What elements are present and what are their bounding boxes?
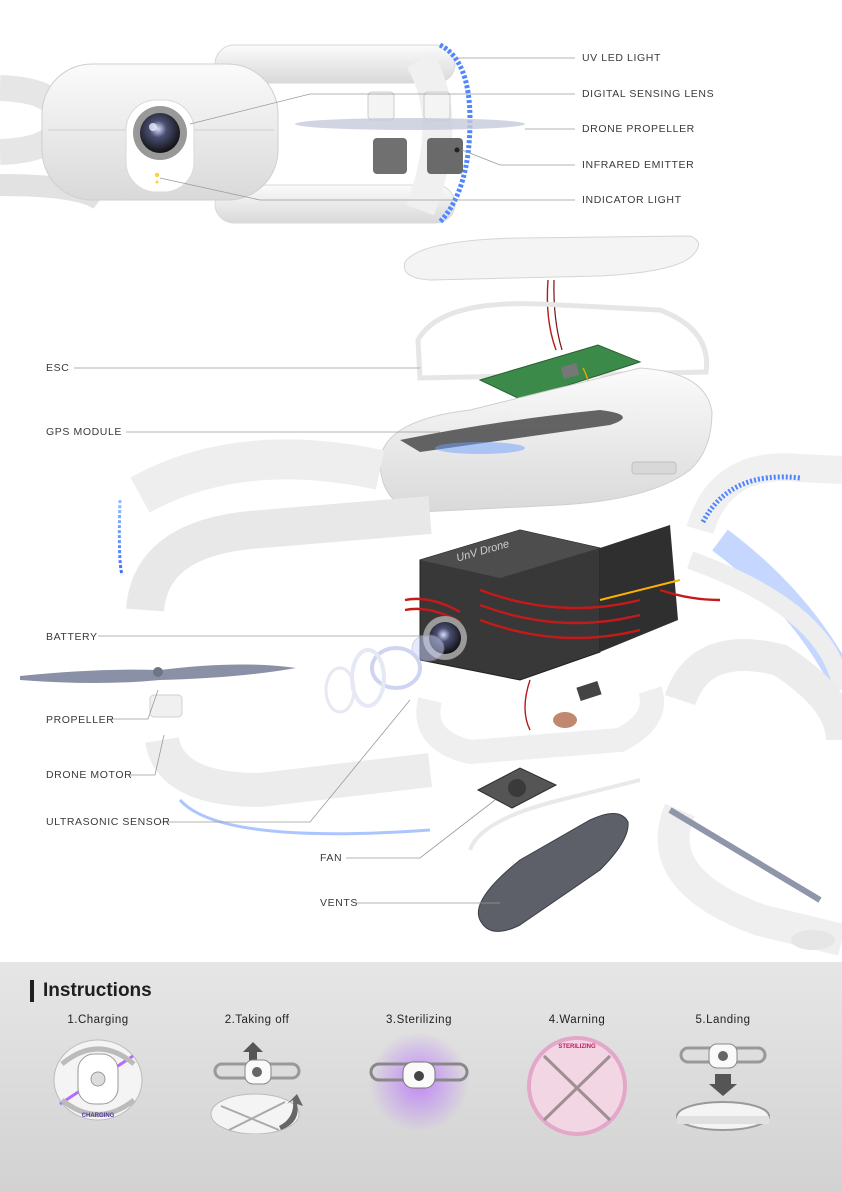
step-label-taking-off: 2.Taking off — [224, 1014, 290, 1026]
warning-illustration: STERILIZING — [527, 1036, 627, 1136]
label-uv-led-light: UV LED LIGHT — [582, 52, 661, 64]
label-vents: VENTS — [320, 897, 359, 909]
step-taking-off: 2.Taking off — [187, 1014, 327, 1139]
step-sterilizing: 3.Sterilizing — [349, 1014, 489, 1139]
step-warning: 4.Warning STERILIZING — [507, 1014, 647, 1149]
step-label-charging: 1.Charging — [67, 1014, 129, 1026]
exploded-view-stage: UV LED LIGHT DIGITAL SENSING LENS DRONE … — [0, 42, 842, 956]
step-label-warning: 4.Warning — [548, 1014, 606, 1026]
label-ultrasonic-sensor: ULTRASONIC SENSOR — [46, 816, 171, 828]
charging-text: CHARGING — [82, 1113, 115, 1119]
label-digital-sensing-lens: DIGITAL SENSING LENS — [582, 88, 715, 100]
charging-illustration: CHARGING — [53, 1039, 143, 1121]
step-landing: 5.Landing — [653, 1014, 793, 1139]
step-label-sterilizing: 3.Sterilizing — [386, 1014, 452, 1026]
label-drone-motor: DRONE MOTOR — [46, 769, 133, 781]
assembled-drone — [0, 42, 525, 224]
label-indicator-light: INDICATOR LIGHT — [582, 194, 682, 206]
taking-off-illustration — [210, 1042, 303, 1135]
label-fan: FAN — [320, 852, 343, 864]
label-gps-module: GPS MODULE — [46, 426, 123, 438]
label-battery: BATTERY — [46, 631, 98, 643]
label-infrared-emitter: INFRARED EMITTER — [582, 159, 695, 171]
sterilizing-text: STERILIZING — [558, 1044, 596, 1050]
top-callout-lines — [159, 57, 575, 201]
drone-illustration — [0, 42, 842, 956]
exploded-drone — [20, 235, 842, 956]
sterilizing-illustration — [369, 1032, 469, 1132]
instructions-panel: Instructions 1.Charging CHARGING 2.Takin… — [0, 962, 842, 1191]
label-esc: ESC — [46, 362, 70, 374]
step-charging: 1.Charging CHARGING — [28, 1014, 168, 1129]
label-drone-propeller: DRONE PROPELLER — [582, 123, 695, 135]
left-callout-lines — [74, 367, 500, 904]
step-label-landing: 5.Landing — [695, 1014, 751, 1026]
landing-illustration — [676, 1043, 770, 1131]
instructions-title: Instructions — [30, 980, 152, 1002]
label-propeller: PROPELLER — [46, 714, 115, 726]
